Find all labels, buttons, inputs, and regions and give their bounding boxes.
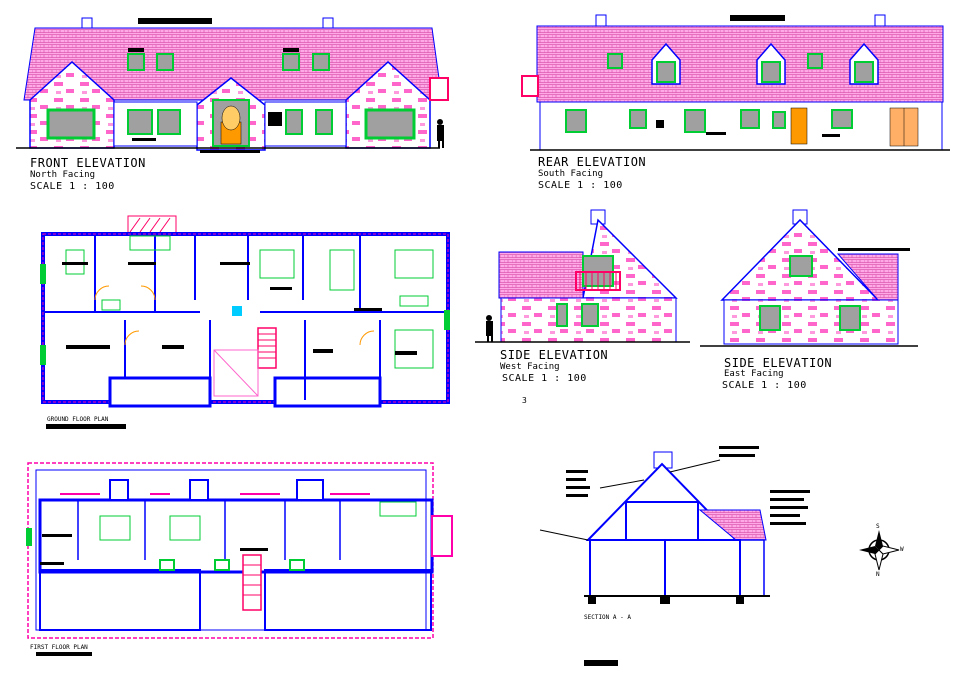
compass-west-label: W xyxy=(900,546,904,553)
section-title: SECTION A - A xyxy=(584,614,631,621)
front-elevation-title: FRONT ELEVATION xyxy=(30,156,146,170)
front-elevation-scale: SCALE 1 : 100 xyxy=(30,181,115,192)
north-arrow-compass xyxy=(859,530,900,571)
first-floor-plan-title: FIRST FLOOR PLAN xyxy=(30,644,88,651)
rear-elevation-facing: South Facing xyxy=(538,169,604,179)
side-elevation-west xyxy=(475,209,690,343)
side-elevation-east-title: SIDE ELEVATION xyxy=(724,356,833,370)
front-elevation xyxy=(16,17,449,153)
side-elevation-west-title: SIDE ELEVATION xyxy=(500,348,609,362)
rear-elevation-scale: SCALE 1 : 100 xyxy=(538,180,623,191)
compass-south-label: S xyxy=(876,523,880,530)
ground-floor-plan xyxy=(40,215,450,429)
side-elevation-east-facing: East Facing xyxy=(724,369,784,379)
section-a-a xyxy=(539,446,810,666)
side-elevation-west-facing: West Facing xyxy=(500,362,560,372)
side-elevation-west-scale: SCALE 1 : 100 xyxy=(502,373,587,384)
side-elevation-east-scale: SCALE 1 : 100 xyxy=(722,380,807,391)
rear-elevation xyxy=(521,14,950,151)
front-elevation-facing: North Facing xyxy=(30,170,96,180)
rear-elevation-title: REAR ELEVATION xyxy=(538,155,647,169)
ground-floor-plan-title: GROUND FLOOR PLAN xyxy=(47,416,109,423)
first-floor-plan xyxy=(26,462,453,656)
side-elevation-east xyxy=(700,209,918,347)
compass-north-label: N xyxy=(876,571,880,578)
sheet-number: 3 xyxy=(522,396,527,405)
